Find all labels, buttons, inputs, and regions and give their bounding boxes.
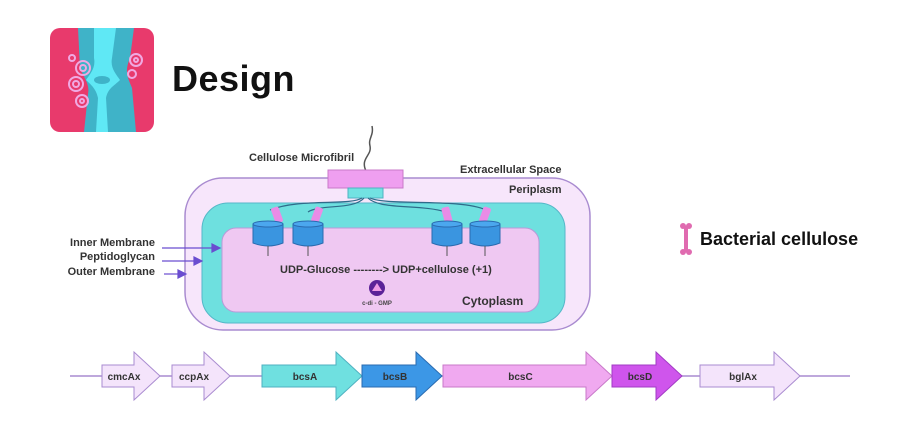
cellulose-fiber-icon — [680, 223, 692, 255]
gene-arrow — [171, 350, 231, 402]
export-pore — [347, 187, 384, 199]
bcs-protein — [252, 206, 284, 256]
gene-bglAx: bglAx — [699, 350, 801, 402]
bcs-operon: cmcAx ccpAx bcsA bcsB bcsC bcsD bglAx — [70, 350, 850, 402]
gene-label: bcsA — [293, 372, 317, 383]
gene-label: bglAx — [729, 372, 757, 383]
gene-label: ccpAx — [179, 372, 209, 383]
gene-label: bcsD — [628, 372, 652, 383]
extracellular-label: Extracellular Space — [460, 164, 562, 176]
design-logo — [50, 28, 154, 132]
knee-joint-inflammation-icon — [50, 28, 154, 132]
legend-label: Bacterial cellulose — [700, 229, 859, 249]
bcs-protein — [431, 206, 463, 256]
gene-arrow — [442, 350, 613, 402]
bcs-protein — [469, 206, 501, 256]
gene-arrow — [699, 350, 801, 402]
inner-membrane-label: Inner Membrane — [70, 237, 155, 249]
gene-cmcAx: cmcAx — [101, 350, 161, 402]
page-title: Design — [172, 58, 296, 99]
gene-arrow — [261, 350, 363, 402]
gene-ccpAx: ccpAx — [171, 350, 231, 402]
gene-label: bcsB — [383, 372, 407, 383]
periplasm-label: Periplasm — [509, 184, 562, 196]
outer-membrane-label: Outer Membrane — [68, 266, 155, 278]
microfibril-label: Cellulose Microfibril — [249, 152, 354, 164]
bcs-proteins — [252, 206, 501, 256]
peptidoglycan-label: Peptidoglycan — [80, 251, 155, 263]
gene-arrow — [611, 350, 683, 402]
gene-bcsB: bcsB — [361, 350, 443, 402]
gene-label: bcsC — [508, 372, 532, 383]
bcs-protein — [292, 206, 324, 256]
gene-bcsD: bcsD — [611, 350, 683, 402]
gene-bcsA: bcsA — [261, 350, 363, 402]
gene-label: cmcAx — [108, 372, 141, 383]
gene-bcsC: bcsC — [442, 350, 613, 402]
reaction-label: UDP-Glucose --------> UDP+cellulose (+1) — [280, 264, 492, 276]
membrane-pointer-arrows — [162, 243, 222, 279]
gene-arrow — [361, 350, 443, 402]
gene-arrow — [101, 350, 161, 402]
cofactor-label: c-di - GMP — [362, 301, 392, 307]
cytoplasm — [221, 227, 540, 313]
cytoplasm-label: Cytoplasm — [462, 294, 523, 308]
glucan-chains — [269, 197, 487, 213]
microfibril-strand — [363, 125, 374, 172]
export-complex — [327, 169, 404, 189]
